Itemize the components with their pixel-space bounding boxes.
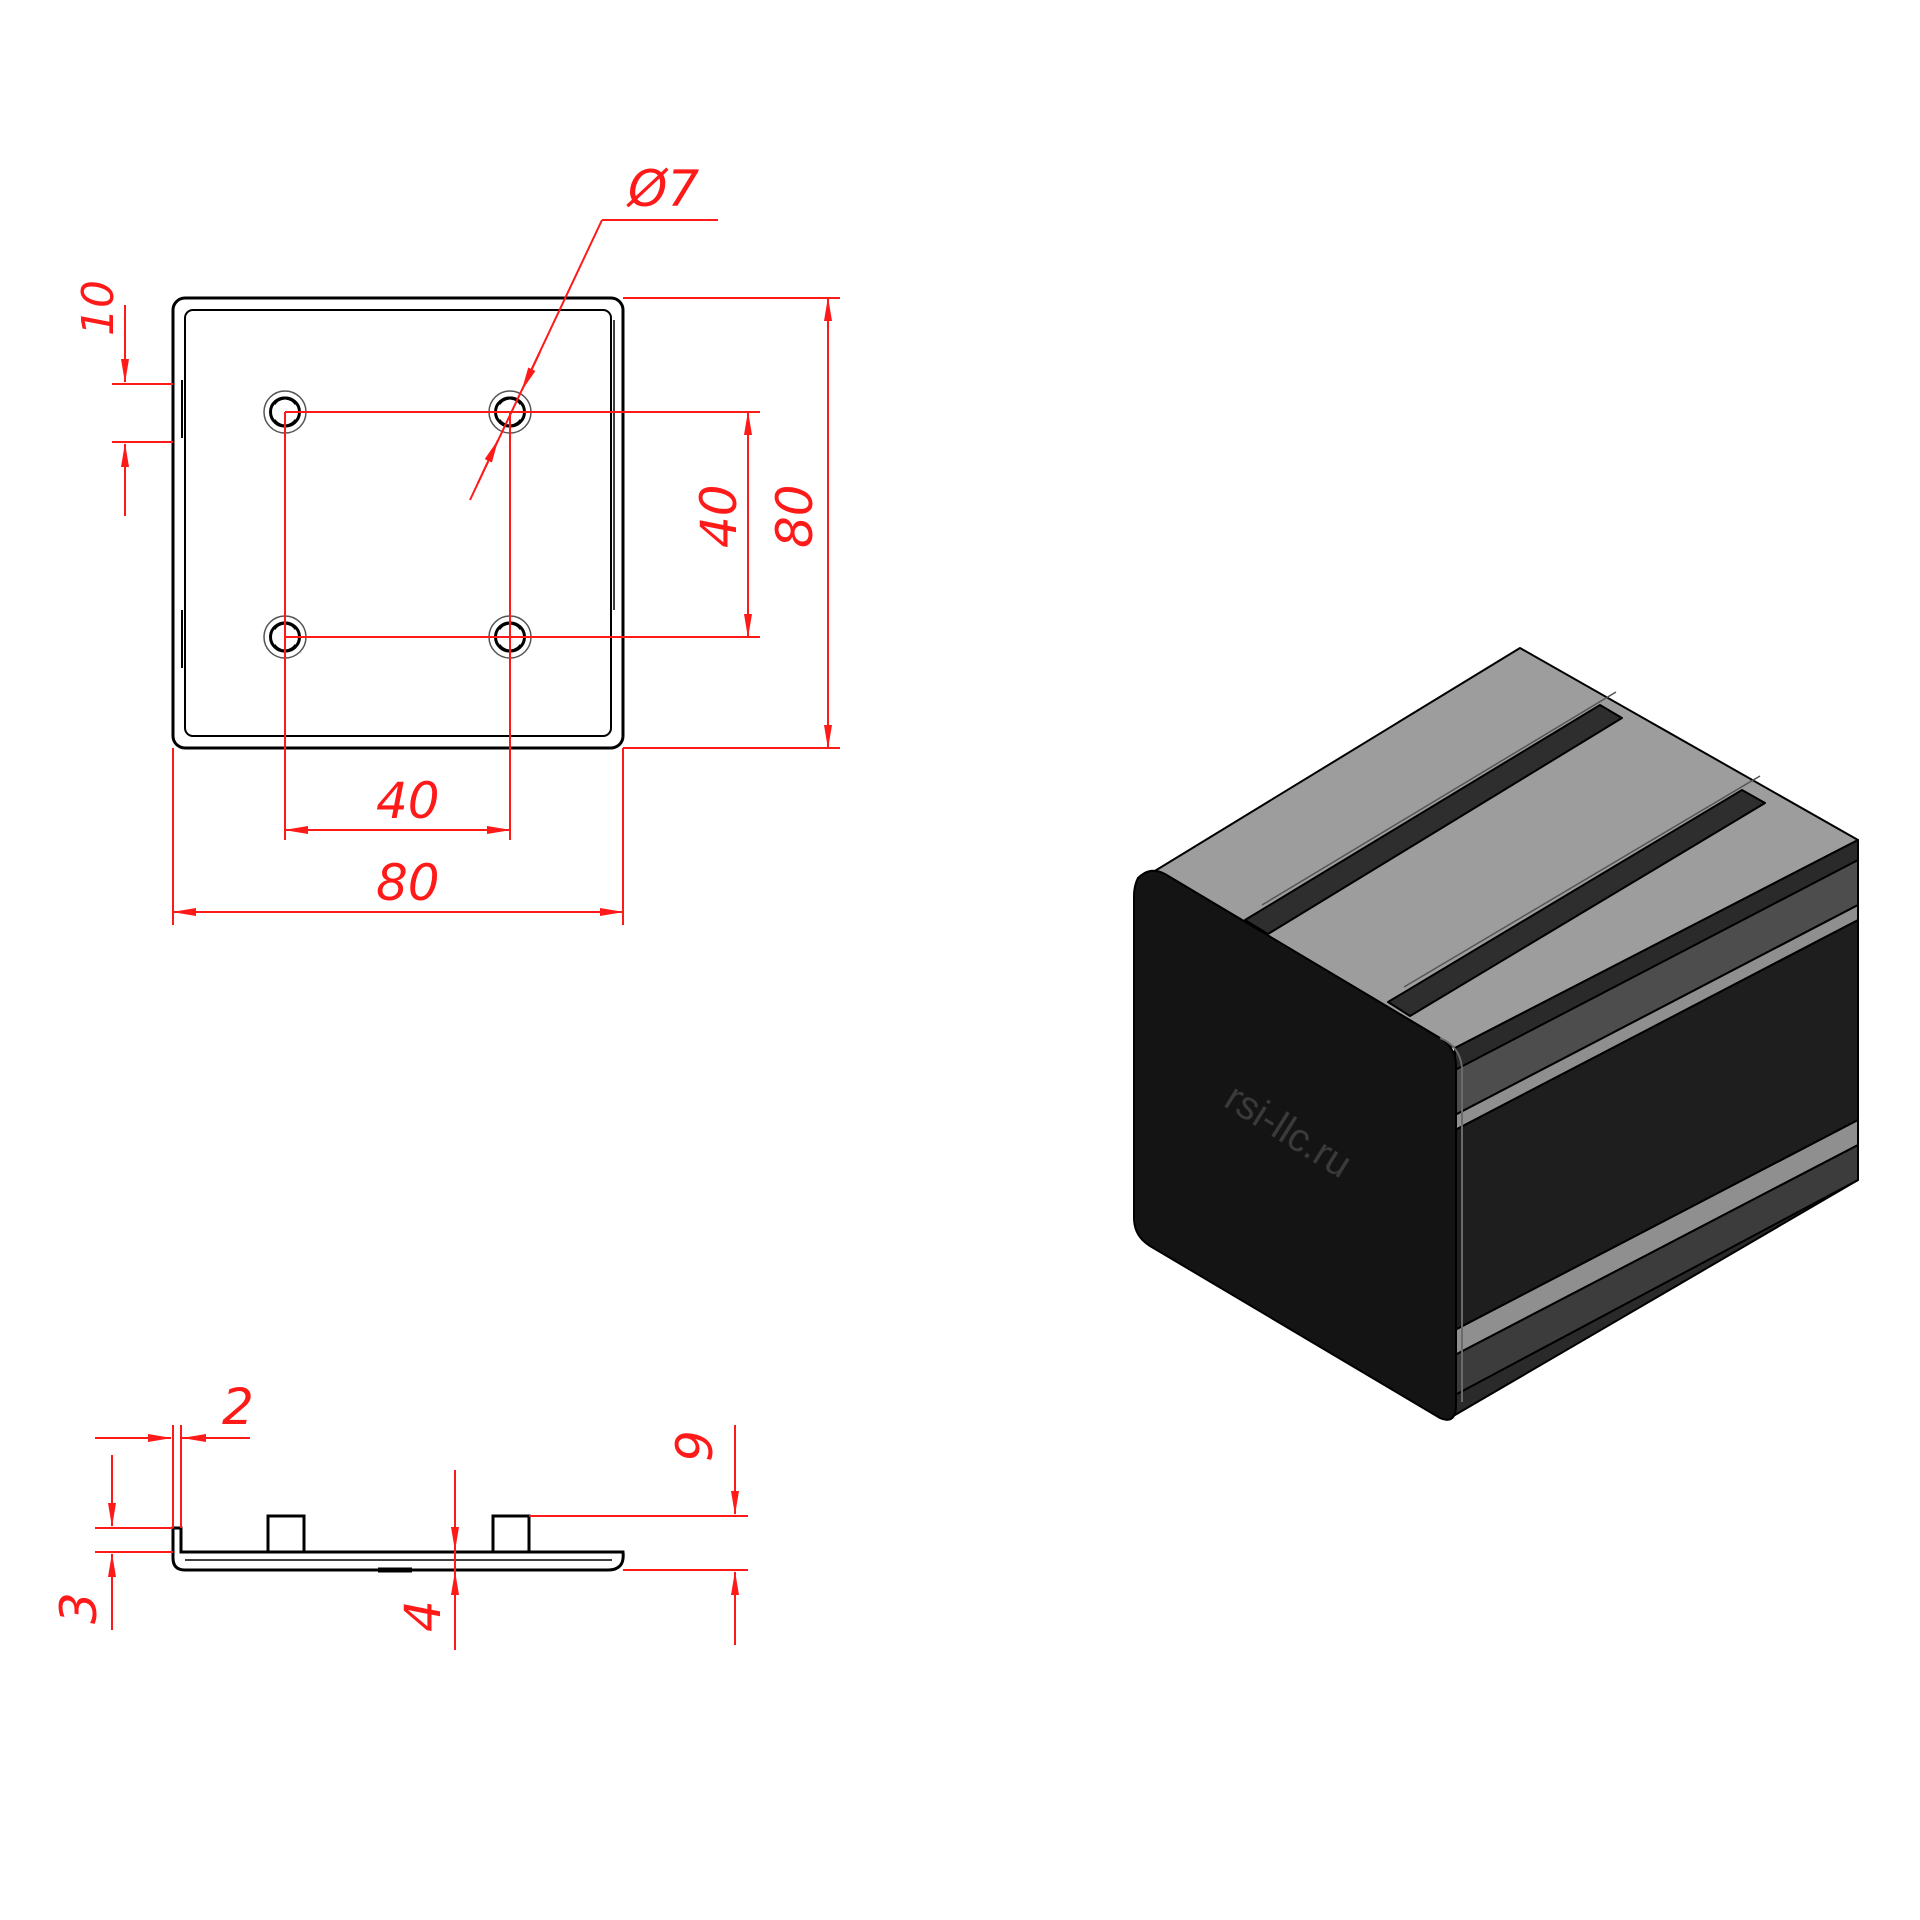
- end-cap-outline: [171, 296, 625, 750]
- end-cap-side-outline: [171, 1514, 625, 1573]
- top-slot-left: [1244, 704, 1623, 935]
- hole-diameter-label: Ø7: [626, 160, 699, 218]
- end-cap-face: [1133, 869, 1457, 1421]
- overall-width-label: 80: [376, 854, 440, 912]
- dimension-arrows-side-view: [95, 1425, 739, 1650]
- isometric-view: rsi-llc.ru: [1133, 647, 1859, 1421]
- hole-offset-label: 10: [73, 280, 124, 336]
- top-slot-right: [1387, 789, 1766, 1017]
- overall-height-label: 80: [766, 484, 824, 548]
- side-view: 2 9 3 4: [50, 1378, 748, 1650]
- overall-thickness-label: 9: [666, 1430, 724, 1462]
- pin-height-label: 4: [394, 1600, 452, 1632]
- dimension-lines-top-view: [112, 219, 840, 925]
- hole-spacing-horizontal-label: 40: [376, 772, 440, 830]
- lip-thickness-label: 2: [222, 1378, 254, 1436]
- plate-thickness-label: 3: [50, 1592, 108, 1624]
- top-view: Ø7 10 40 80 40 80: [73, 160, 840, 925]
- hole-spacing-vertical-label: 40: [690, 484, 748, 548]
- dimension-arrows-top-view: [121, 297, 832, 916]
